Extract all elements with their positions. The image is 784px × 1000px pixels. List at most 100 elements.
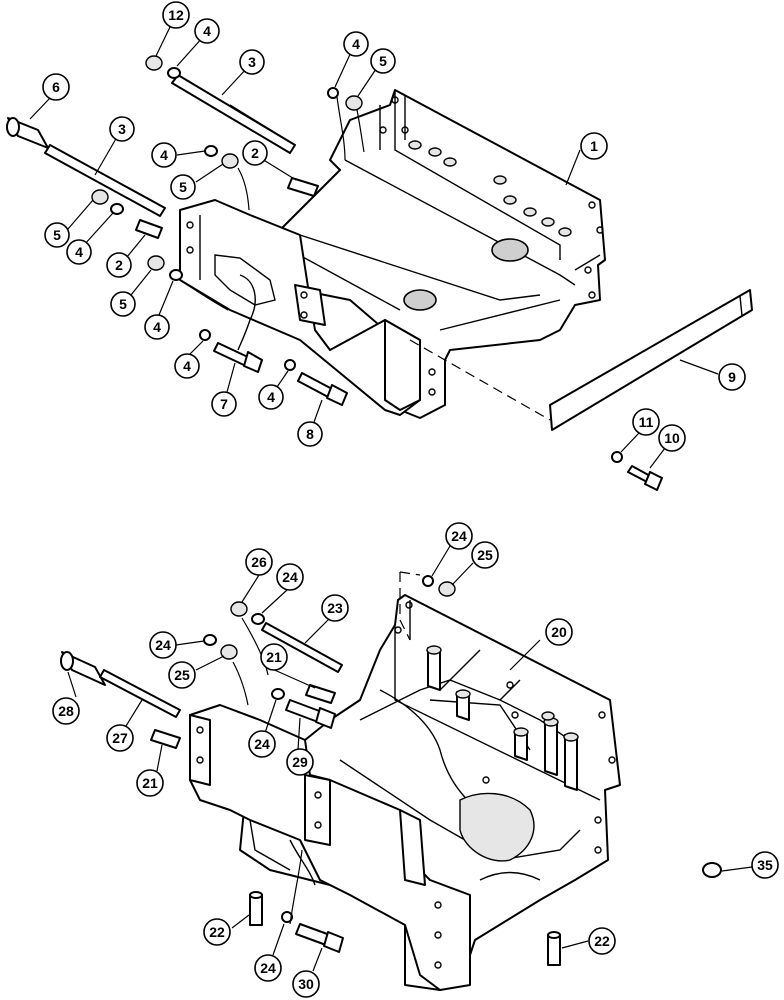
callout-24: 24 [254,954,282,982]
callout-3: 3 [109,116,135,142]
svg-text:2: 2 [251,145,259,161]
bolt-30 [295,923,344,953]
callout-25: 25 [168,661,196,689]
callout-27: 27 [106,724,134,752]
dowel-pin-21b [150,729,181,749]
svg-text:4: 4 [160,147,168,163]
stud-3-left [44,144,166,217]
svg-text:5: 5 [119,296,127,312]
svg-text:21: 21 [142,775,158,791]
callout-22: 22 [588,927,616,955]
nuts-and-washers-lower [203,575,722,923]
svg-text:30: 30 [298,976,314,992]
svg-text:24: 24 [282,569,298,585]
upper-assembly [6,55,753,491]
callout-24: 24 [445,522,473,550]
svg-text:4: 4 [352,36,360,52]
callout-2: 2 [106,252,132,278]
lower-assembly [60,571,722,991]
callout-6: 6 [42,73,70,101]
callout-21: 21 [136,769,164,797]
svg-text:25: 25 [174,667,190,683]
svg-text:4: 4 [183,358,191,374]
svg-text:35: 35 [757,857,773,873]
callout-1: 1 [580,132,608,160]
callout-2: 2 [242,140,268,166]
callout-8: 8 [297,421,323,447]
stud-27 [99,669,181,718]
callout-28: 28 [52,697,80,725]
roll-pin-22a [249,891,263,926]
callout-4: 4 [258,384,284,410]
callout-11: 11 [632,408,660,436]
callout-24: 24 [149,631,177,659]
svg-text:24: 24 [451,528,467,544]
svg-text:6: 6 [52,79,60,95]
callout-35: 35 [751,851,779,879]
svg-text:1: 1 [590,138,598,154]
svg-text:27: 27 [112,730,128,746]
callout-23: 23 [321,594,349,622]
nuts-and-washers-upper [91,55,623,463]
dowel-pin-2b [135,219,163,239]
callout-4: 4 [144,314,170,340]
svg-text:4: 4 [153,319,161,335]
shim-plate-9 [549,289,753,431]
lower-housing-holes [196,601,616,969]
callouts: 12 4 3 4 5 6 3 1 4 2 5 5 4 2 5 4 4 7 4 8… [42,1,779,998]
dowel-pin-2a [287,177,319,197]
axle-support-housing [189,594,621,991]
housing-holes [186,96,604,396]
svg-text:10: 10 [664,430,680,446]
svg-text:9: 9 [728,369,736,385]
callout-4: 4 [194,18,220,44]
roll-pin-22b [547,931,561,966]
dowel-pin-21a [305,684,336,704]
svg-text:28: 28 [58,703,74,719]
bolt-10 [627,465,663,491]
callout-9: 9 [718,363,746,391]
svg-text:2: 2 [115,257,123,273]
callout-24: 24 [276,563,304,591]
stud-23 [261,622,343,673]
front-support-housing [179,89,606,419]
svg-text:26: 26 [251,554,267,570]
stud-3-upper [171,74,296,154]
svg-text:22: 22 [594,933,610,949]
callout-25: 25 [471,541,499,569]
svg-text:29: 29 [292,754,308,770]
callout-20: 20 [545,618,573,646]
bolt-7 [213,342,263,373]
svg-text:11: 11 [639,414,654,430]
callout-24: 24 [248,730,276,758]
callout-5: 5 [370,48,396,74]
svg-text:5: 5 [179,179,187,195]
callout-22: 22 [203,918,231,946]
svg-text:24: 24 [254,736,270,752]
callout-4: 4 [66,239,92,265]
svg-text:12: 12 [168,7,184,23]
svg-text:25: 25 [477,547,493,563]
leader-lines [29,26,753,972]
callout-26: 26 [245,548,273,576]
callout-5: 5 [110,291,136,317]
svg-text:3: 3 [248,54,256,70]
callout-10: 10 [658,424,686,452]
callout-4: 4 [151,142,177,168]
svg-text:24: 24 [155,637,171,653]
callout-12: 12 [162,1,190,29]
callout-5: 5 [170,174,196,200]
svg-text:4: 4 [75,244,83,260]
svg-text:4: 4 [203,23,211,39]
callout-30: 30 [292,970,320,998]
svg-text:3: 3 [118,121,126,137]
callout-21: 21 [260,643,288,671]
svg-text:20: 20 [551,624,567,640]
svg-text:21: 21 [266,649,282,665]
svg-text:22: 22 [209,924,225,940]
svg-text:4: 4 [267,389,275,405]
bolt-29 [285,699,336,729]
callout-4: 4 [343,31,369,57]
svg-text:23: 23 [327,600,343,616]
callout-4: 4 [174,353,200,379]
